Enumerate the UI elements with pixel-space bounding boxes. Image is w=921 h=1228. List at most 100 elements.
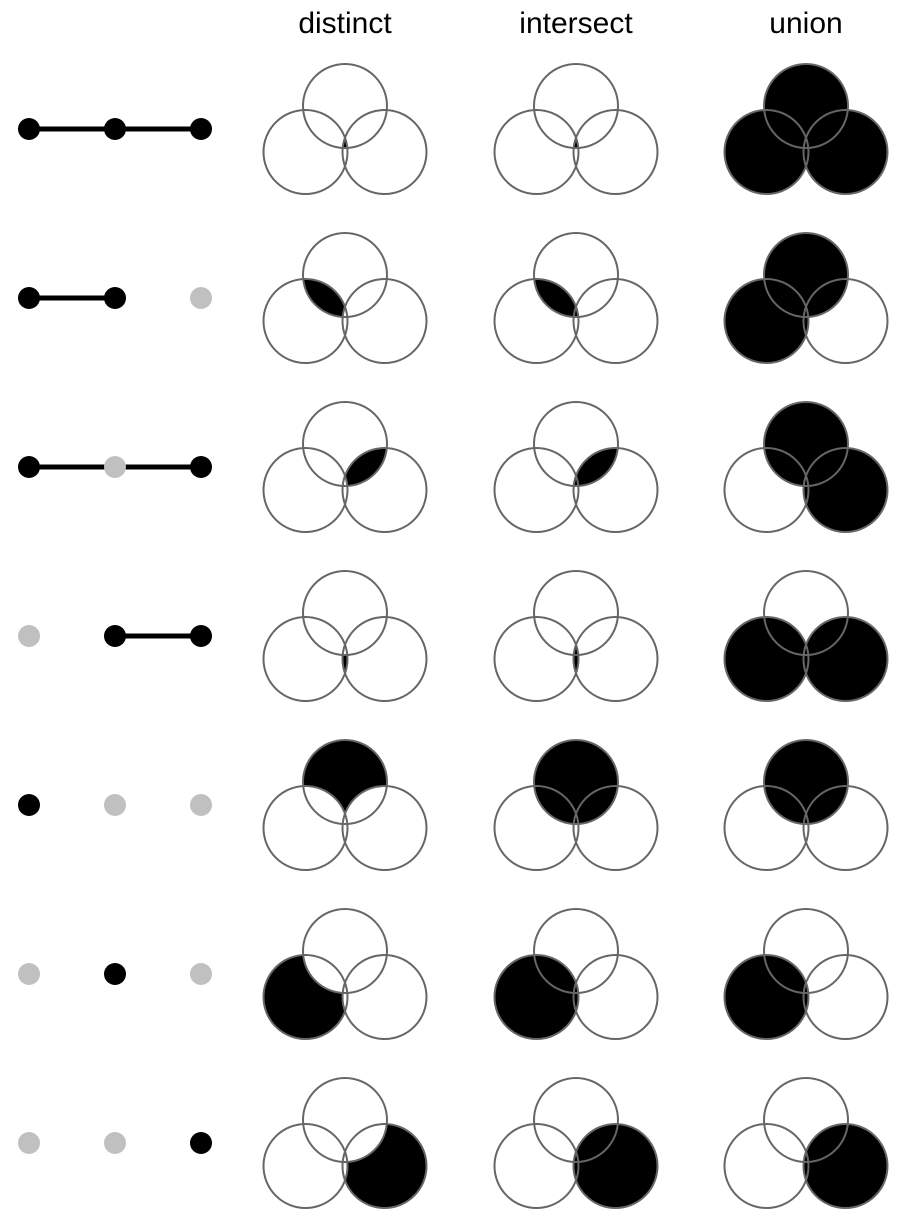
set-b-circle [723, 278, 810, 364]
set-a-circle [533, 232, 619, 318]
set-c-circle [572, 447, 659, 533]
set-c-circle [341, 447, 428, 533]
set-b-circle [723, 447, 810, 533]
venn-region-110 [534, 955, 579, 993]
set-a-circle [533, 570, 619, 656]
set-a-circle [302, 401, 388, 487]
set-a-circle [533, 63, 619, 149]
set-b-circle [493, 278, 580, 364]
set-a-circle [302, 232, 388, 318]
venn-distinct [262, 570, 428, 702]
venn-region-110 [764, 955, 809, 993]
venn-intersect [493, 63, 659, 195]
combination-dot-active [190, 625, 212, 647]
set-b-circle [723, 785, 810, 871]
venn-region-101 [342, 448, 387, 486]
combination-dot-inactive [190, 794, 212, 816]
set-c-circle [572, 278, 659, 364]
set-c-circle [572, 1123, 659, 1209]
venn-region-010 [263, 955, 348, 1039]
set-b-circle [262, 954, 349, 1040]
venn-intersect [493, 908, 659, 1040]
row-6 [18, 908, 889, 1040]
set-b-circle [493, 109, 580, 195]
set-b-circle [723, 616, 810, 702]
set-a-circle [763, 232, 849, 318]
row-4 [18, 570, 889, 702]
set-c-circle [572, 954, 659, 1040]
combination-dot-inactive [18, 963, 40, 985]
set-a-circle [763, 401, 849, 487]
set-c-circle [802, 1123, 889, 1209]
venn-intersect [493, 232, 659, 364]
venn-region-101 [573, 1124, 618, 1162]
venn-region-101 [803, 786, 848, 824]
set-c-circle [341, 109, 428, 195]
venn-distinct [262, 1077, 428, 1209]
row-2 [18, 232, 889, 364]
venn-region-110 [764, 786, 809, 824]
set-a-circle [302, 570, 388, 656]
venn-region-110 [534, 786, 579, 824]
set-c-circle [802, 278, 889, 364]
combination-dot-inactive [18, 1132, 40, 1154]
set-a-circle [302, 1077, 388, 1163]
set-c-circle [802, 785, 889, 871]
combination-dot-active [190, 118, 212, 140]
row-7 [18, 1077, 889, 1209]
combination-dot-active [104, 963, 126, 985]
combination-dot-inactive [190, 963, 212, 985]
venn-region-101 [803, 279, 848, 317]
combination-dot-active [104, 625, 126, 647]
set-a-circle [763, 1077, 849, 1163]
row-1 [18, 63, 889, 195]
combination-dot-inactive [18, 625, 40, 647]
set-c-circle [572, 109, 659, 195]
set-c-circle [341, 954, 428, 1040]
venn-union [723, 401, 889, 533]
venn-region-101 [803, 110, 848, 148]
venn-intersect [493, 739, 659, 871]
set-a-circle [533, 908, 619, 994]
set-c-circle [802, 447, 889, 533]
venn-region-110 [764, 110, 809, 148]
combination-dot-active [190, 1132, 212, 1154]
combination-dot-active [18, 456, 40, 478]
set-a-circle [533, 739, 619, 825]
venn-union [723, 570, 889, 702]
venn-union [723, 1077, 889, 1209]
set-b-circle [262, 447, 349, 533]
venn-union [723, 908, 889, 1040]
combination-dot-active [104, 287, 126, 309]
venn-region-100 [303, 740, 387, 824]
venn-region-110 [303, 279, 348, 317]
venn-region-110 [764, 617, 809, 655]
venn-intersect [493, 1077, 659, 1209]
set-b-circle [723, 1123, 810, 1209]
set-b-circle [723, 109, 810, 195]
set-c-circle [572, 785, 659, 871]
set-a-circle [763, 908, 849, 994]
set-c-circle [341, 616, 428, 702]
set-b-circle [493, 954, 580, 1040]
venn-intersect [493, 570, 659, 702]
set-a-circle [533, 401, 619, 487]
set-b-circle [723, 954, 810, 1040]
set-a-circle [763, 63, 849, 149]
venn-distinct [262, 63, 428, 195]
set-c-circle [341, 1123, 428, 1209]
venn-region-110 [764, 448, 809, 486]
column-titles: distinct intersect union [298, 7, 842, 40]
row-5 [18, 739, 889, 871]
combination-dot-inactive [190, 287, 212, 309]
venn-distinct [262, 232, 428, 364]
combination-dot-active [190, 456, 212, 478]
venn-region-110 [534, 279, 579, 317]
set-a-circle [763, 570, 849, 656]
venn-region-101 [573, 786, 618, 824]
venn-distinct [262, 401, 428, 533]
set-c-circle [802, 109, 889, 195]
venn-distinct [262, 908, 428, 1040]
set-b-circle [262, 616, 349, 702]
